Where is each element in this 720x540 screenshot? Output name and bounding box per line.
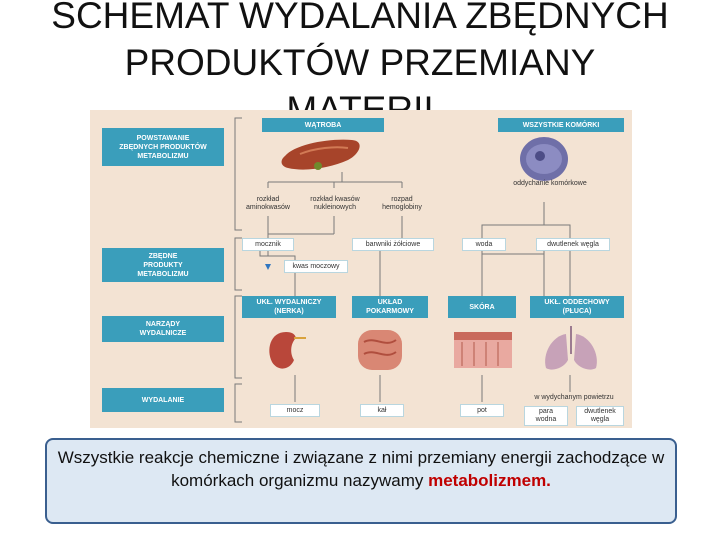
output-sweat: pot: [460, 404, 504, 417]
callout-text: Wszystkie reakcje chemiczne i związane z…: [57, 448, 665, 490]
product-water: woda: [462, 238, 506, 251]
label-producing-waste: POWSTAWANIE ZBĘDNYCH PRODUKTÓW METABOLIZ…: [102, 128, 224, 166]
process-nucleic-acid-breakdown: rozkład kwasów nukleinowych: [310, 196, 360, 211]
organ-respiratory-system: UKŁ. ODDECHOWY (PŁUCA): [530, 296, 624, 318]
product-bile-pigments: barwniki żółciowe: [352, 238, 434, 251]
output-feces: kał: [360, 404, 404, 417]
exhaled-air-caption: w wydychanym powietrzu: [534, 394, 614, 401]
intestine-icon: [358, 330, 402, 370]
source-all-cells: WSZYSTKIE KOMÓRKI: [498, 118, 624, 132]
title-line-2: PRODUKTÓW PRZEMIANY: [124, 42, 596, 83]
exhaled-carbon-dioxide: dwutlenek węgla: [576, 406, 624, 426]
product-carbon-dioxide: dwutlenek węgla: [536, 238, 610, 251]
connector-lines: [234, 117, 597, 423]
organ-urinary-system: UKŁ. WYDALNICZY (NERKA): [242, 296, 336, 318]
output-urine: mocz: [270, 404, 320, 417]
liver-icon: [281, 139, 360, 170]
label-excretion: WYDALANIE: [102, 388, 224, 412]
metabolism-excretion-diagram: POWSTAWANIE ZBĘDNYCH PRODUKTÓW METABOLIZ…: [90, 110, 632, 428]
organ-skin: SKÓRA: [448, 296, 516, 318]
product-urea: mocznik: [242, 238, 294, 251]
cell-icon: [520, 137, 568, 181]
callout-highlight: metabolizmem.: [428, 471, 551, 490]
label-excretory-organs: NARZĄDY WYDALNICZE: [102, 316, 224, 342]
process-hemoglobin-breakdown: rozpad hemoglobiny: [382, 196, 422, 211]
kidney-icon: [269, 332, 306, 369]
slide-title: SCHEMAT WYDALANIA ZBĘDNYCH PRODUKTÓW PRZ…: [0, 0, 720, 133]
lungs-icon: [545, 326, 597, 370]
organ-digestive-system: UKŁAD POKARMOWY: [352, 296, 428, 318]
product-uric-acid: kwas moczowy: [284, 260, 348, 273]
definition-callout: Wszystkie reakcje chemiczne i związane z…: [45, 438, 677, 524]
skin-icon: [454, 332, 512, 368]
process-amino-acid-breakdown: rozkład aminokwasów: [246, 196, 290, 211]
exhaled-water-vapor: para wodna: [524, 406, 568, 426]
source-liver: WĄTROBA: [262, 118, 384, 132]
process-cellular-respiration: oddychanie komórkowe: [513, 180, 587, 187]
title-line-1: SCHEMAT WYDALANIA ZBĘDNYCH: [51, 0, 669, 36]
label-metabolic-waste: ZBĘDNE PRODUKTY METABOLIZMU: [102, 248, 224, 282]
